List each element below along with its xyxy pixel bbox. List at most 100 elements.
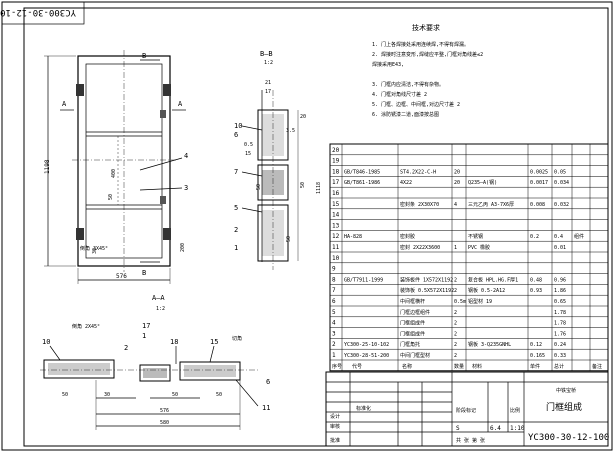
tb-stage-label: 阶段标记: [456, 407, 476, 414]
bom-cell-w2: 0.4: [554, 234, 563, 240]
front-height-dim: 1198: [44, 159, 51, 174]
bom-cell-w2: 1.86: [554, 288, 566, 294]
bb-callout-7: 7: [234, 168, 238, 176]
bom-cell-w1: 0.0017: [530, 180, 548, 186]
bom-cell-name: 4X22: [400, 180, 412, 186]
bom-cell-qty: 20: [454, 180, 460, 186]
bb-callout-5: 5: [234, 204, 238, 212]
bom-cell-name: 门框组成件: [400, 320, 425, 327]
bom-cell-w2: 0.33: [554, 353, 566, 359]
aa-profile-left: [43, 359, 115, 379]
front-dim-400: 400: [111, 169, 117, 178]
tech-req-title: 技术要求: [412, 23, 440, 32]
bom-cell-qty: 2: [454, 277, 457, 283]
bom-cell-w1: 0.48: [530, 277, 542, 283]
aa-profile-middle: [139, 364, 171, 382]
front-dim-30: 30: [92, 248, 98, 254]
tech-req-line-5: 4. 门框对角线尺寸差 2: [372, 91, 427, 98]
bom-cell-qty: 2: [454, 321, 457, 327]
front-view: B B A A 1198 576 400 50 200 30 4 3 倒角 3X…: [44, 50, 188, 284]
tb-standard: 标准化: [356, 405, 371, 412]
tech-req-line-4: 3. 门框内应清洁,不得有杂物。: [372, 81, 444, 88]
bb-callout-1: 1: [234, 244, 238, 252]
front-callout-3: 3: [184, 184, 188, 192]
bb-dim-50b: 50: [286, 236, 292, 242]
aa-callout-17: 17: [142, 322, 150, 330]
bom-cell-no: 4: [332, 320, 336, 327]
bom-cell-no: 19: [332, 158, 340, 165]
bom-cell-no: 8: [332, 276, 336, 283]
bom-cell-w1: 0.0025: [530, 169, 548, 175]
aa-callout-11: 11: [262, 404, 270, 412]
bom-cell-no: 20: [332, 147, 340, 154]
hinge-bottom-left: [76, 228, 84, 240]
bom-cell-std: GB/T7911-1999: [344, 277, 383, 283]
bom-cell-name: 密封 2X22X3600: [400, 244, 440, 251]
bom-cell-w1: 0.008: [530, 202, 545, 208]
aa-callout-18: 18: [170, 338, 178, 346]
bom-cell-name: 门框边框组件: [400, 309, 430, 316]
bom-cell-mat: Q235—A(钢): [468, 179, 497, 186]
front-dim-200a: 200: [180, 243, 186, 252]
bom-cell-no: 10: [332, 255, 340, 262]
bom-header-mat: 材料: [472, 363, 482, 370]
tb-unit: 中铁宝桥: [556, 387, 576, 394]
section-bb: B—B 1:2 21 17 10 6 0.5 15 3.5 20 50 1118…: [234, 50, 322, 270]
aa-chamfer-note: 倒角 2X45°: [72, 323, 100, 330]
bom-header-name: 名称: [402, 363, 412, 370]
bb-dim-20: 20: [300, 114, 306, 120]
aa-scale: 1:2: [156, 306, 165, 312]
bom-cell-name: 门框角托: [400, 341, 420, 348]
bom-cell-qty: 1: [454, 245, 457, 251]
bom-cell-note: 组件: [574, 233, 584, 240]
bb-dim-50c: 50: [256, 184, 262, 190]
section-a-marker-right: A: [178, 100, 183, 108]
bom-cell-w2: 1.78: [554, 310, 566, 316]
tb-drawing-number: YC300-30-12-100: [528, 433, 609, 443]
bom-header-note: 备注: [592, 363, 602, 370]
bom-cell-no: 17: [332, 179, 340, 186]
bom-cell-name: 密封胶: [400, 233, 415, 240]
bom-cell-name: 门框组成件: [400, 330, 425, 337]
bom-cell-w2: 0.24: [554, 342, 566, 348]
tb-weight: 6.4: [490, 425, 501, 432]
tech-req-line-6: 5. 门框、边框、中间框,对边尺寸差 2: [372, 101, 460, 108]
bom-cell-w1: 0.12: [530, 342, 542, 348]
aa-callout-6: 6: [266, 378, 270, 386]
technical-requirements: 技术要求 1. 门上各焊接处采用连续焊,不得有焊漏。 2. 焊接时注意变形,焊缝…: [372, 23, 483, 118]
bom-cell-w2: 1.78: [554, 321, 566, 327]
bom-cell-qty: 2: [454, 288, 457, 294]
bom-header-single: 单件: [530, 363, 540, 370]
bom-cell-w2: 0.032: [554, 202, 569, 208]
bom-cell-w1: 0.93: [530, 288, 542, 294]
bb-dim-35: 3.5: [286, 128, 295, 134]
bom-cell-std: GB/T861-1986: [344, 180, 380, 186]
bom-frame: [329, 143, 609, 372]
drawing-frame: [23, 7, 609, 447]
bom-cell-no: 5: [332, 309, 336, 316]
bom-cell-no: 9: [332, 266, 336, 273]
bom-cell-no: 1: [332, 352, 336, 359]
bom-cell-no: 15: [332, 201, 340, 208]
bom-cell-qty: 2: [454, 342, 457, 348]
bom-cell-qty: 20: [454, 169, 460, 175]
bom-cell-qty: 2: [454, 353, 457, 359]
tech-req-line-1: 1. 门上各焊接处采用连续焊,不得有焊漏。: [372, 41, 469, 48]
aa-cut-note: 切角: [232, 335, 242, 342]
bom-cell-qty: 4: [454, 202, 457, 208]
bom-cell-std: YC300-25-10-102: [344, 342, 389, 348]
aa-dim-50b: 50: [216, 392, 222, 398]
bom-cell-mat: 铝型材 19: [468, 298, 492, 305]
bom-cell-std: YC300-28-51-200: [344, 353, 389, 359]
front-chamfer-note: 倒角 3X45°: [80, 245, 108, 252]
hinge-top-right: [163, 84, 171, 96]
title-block-frame: [325, 371, 609, 447]
tech-req-line-7: 6. 涂防锈漆二道,面漆按总图: [372, 111, 439, 118]
bom-cell-mat: 不锈钢: [468, 233, 483, 240]
tb-scale: 1:10: [510, 425, 525, 432]
section-a-marker-left: A: [62, 100, 67, 108]
bom-cell-no: 14: [332, 212, 340, 219]
bb-dim-15: 15: [245, 151, 251, 157]
bom-cell-mat: 复合板 HPL.HG.F厚1: [468, 276, 518, 283]
rotated-drawing-number: YC300-30-12-100: [0, 7, 76, 17]
